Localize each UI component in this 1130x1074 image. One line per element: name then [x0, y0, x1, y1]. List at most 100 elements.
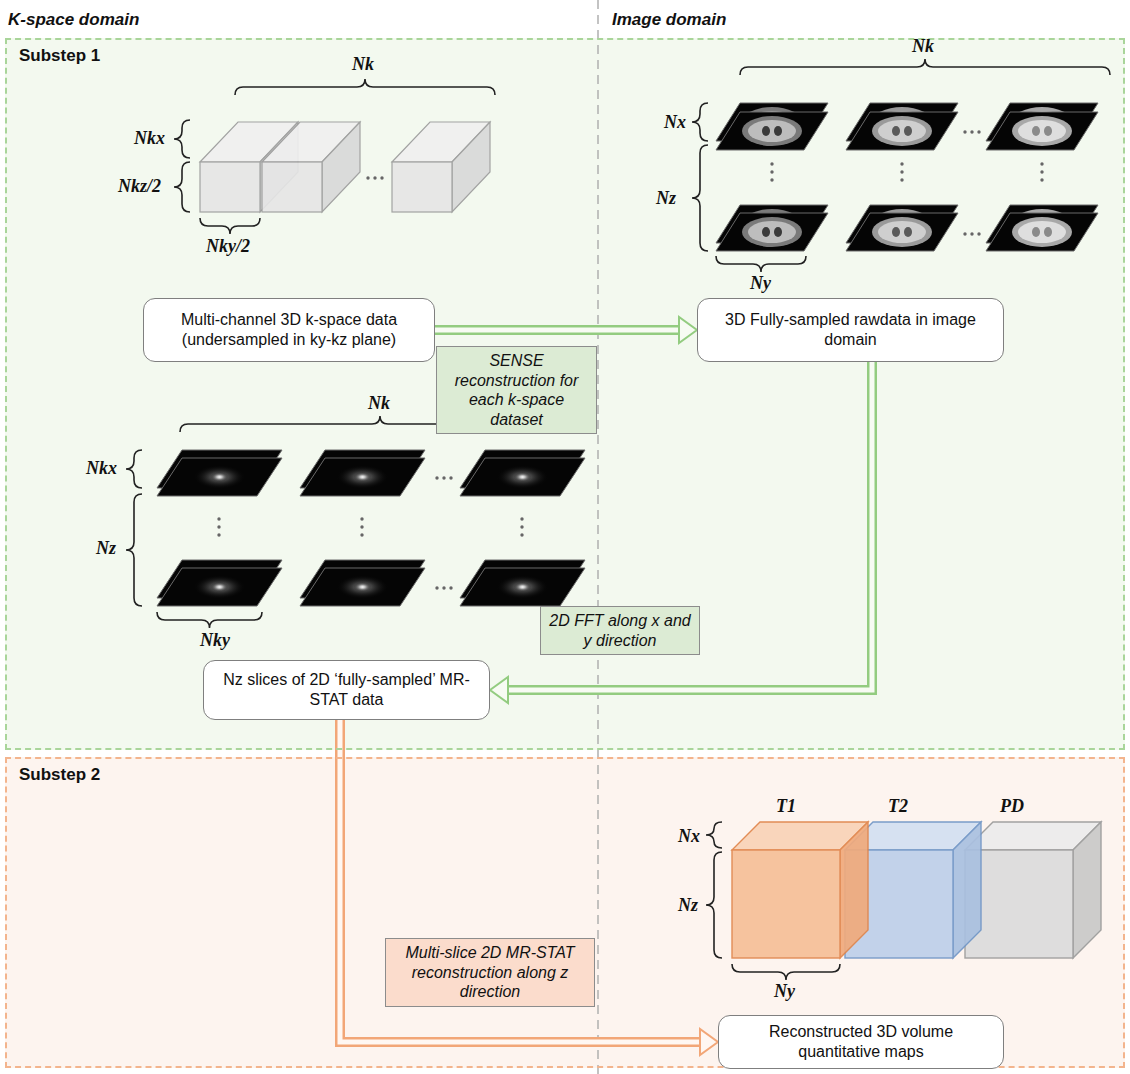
panel-title: Substep 1	[19, 46, 100, 66]
ellipsis-dot	[217, 517, 220, 520]
kspace-halo	[194, 575, 246, 599]
ellipsis-dot	[970, 232, 973, 235]
ellipsis-dot	[900, 162, 903, 165]
brain-ventricle	[762, 126, 770, 136]
dimension-label: PD	[1000, 796, 1024, 817]
dimension-label: Nk	[912, 36, 934, 57]
brain-ventricle	[904, 126, 912, 136]
dimension-bracket	[126, 450, 142, 488]
kspace-center	[211, 582, 229, 592]
dimension-bracket	[716, 256, 806, 272]
kspace-slice	[460, 458, 585, 496]
ellipsis-dot	[963, 130, 966, 133]
image-slice	[716, 112, 828, 150]
image-slice	[986, 213, 1098, 251]
kspace-volume	[262, 122, 360, 212]
kspace-slice	[157, 568, 282, 606]
brain-ventricle	[1044, 126, 1052, 136]
dimension-label: T1	[776, 796, 796, 817]
map-volume	[732, 822, 868, 958]
brain-ventricle	[774, 227, 782, 237]
dimension-label: Nx	[664, 112, 686, 133]
volume-front	[262, 162, 322, 212]
arrow-head	[700, 1029, 718, 1055]
kspace-halo	[497, 575, 549, 599]
step-panel: Substep 2Reconstructed 3D volume quantit…	[5, 757, 1125, 1068]
dimension-label: Nky	[200, 630, 230, 651]
dimension-bracket	[692, 103, 708, 141]
kspace-slice	[300, 458, 425, 496]
kspace-center	[211, 472, 229, 482]
brain-tissue	[878, 120, 926, 142]
brain-outline	[742, 116, 802, 146]
volume-side	[452, 122, 490, 212]
panel-ground	[5, 38, 1125, 750]
ellipsis-dot	[360, 533, 363, 536]
step-label: SENSE reconstruction for each k-space da…	[436, 346, 597, 434]
volume-side	[953, 822, 981, 958]
dimension-label: Nkz/2	[118, 176, 161, 197]
domain-heading: K-space domain	[8, 10, 139, 30]
process-box: Multi-channel 3D k-space data (undersamp…	[143, 298, 435, 362]
ellipsis-dot	[435, 586, 438, 589]
flow-arrow	[435, 317, 697, 343]
kspace-halo	[337, 575, 389, 599]
dimension-bracket	[200, 218, 260, 234]
brain-tissue	[748, 120, 796, 142]
brain-ventricle	[892, 227, 900, 237]
arrow-head	[679, 317, 697, 343]
arrow-shaft-inner	[340, 720, 702, 1042]
arrow-head	[490, 677, 508, 703]
brain-tissue	[748, 221, 796, 243]
flow-arrow	[340, 720, 718, 1055]
arrow-shaft	[340, 720, 702, 1042]
ellipsis-dot	[1040, 178, 1043, 181]
brain-ventricle	[904, 227, 912, 237]
ellipsis-dot	[970, 130, 973, 133]
ellipsis-dot	[360, 525, 363, 528]
kspace-halo	[194, 465, 246, 489]
arrow-shaft	[435, 325, 681, 335]
dimension-label: T2	[888, 796, 908, 817]
dimension-label: Nk	[352, 54, 374, 75]
brain-outline	[872, 116, 932, 146]
dimension-bracket	[706, 822, 722, 848]
arrow-shaft-inner	[435, 328, 681, 333]
process-box: Nz slices of 2D ‘fully-sampled’ MR-STAT …	[203, 660, 490, 720]
ellipsis-dot	[770, 162, 773, 165]
ellipsis-dot	[449, 586, 452, 589]
kspace-center	[354, 582, 372, 592]
dimension-bracket	[174, 162, 190, 212]
dimension-label: Nz	[656, 188, 676, 209]
box-text: Reconstructed 3D volume quantitative map…	[735, 1022, 987, 1062]
dimension-label: Ny	[750, 273, 771, 294]
ellipsis-dot	[360, 517, 363, 520]
process-box: Reconstructed 3D volume quantitative map…	[718, 1015, 1004, 1069]
brain-ventricle	[762, 227, 770, 237]
ellipsis-dot	[449, 476, 452, 479]
brain-outline	[1012, 217, 1072, 247]
dimension-label: Nz	[96, 538, 116, 559]
kspace-slice	[300, 568, 425, 606]
dimension-label: Nx	[678, 826, 700, 847]
dimension-label: Nky/2	[206, 236, 250, 257]
dimension-bracket	[174, 120, 190, 158]
ellipsis-dot	[217, 525, 220, 528]
kspace-center	[514, 472, 532, 482]
kspace-halo	[497, 465, 549, 489]
dimension-label: Nz	[678, 895, 698, 916]
dimension-label: Nk	[368, 393, 390, 414]
dimension-label: Nkx	[134, 128, 165, 149]
ellipsis-dot	[977, 130, 980, 133]
kspace-volume	[392, 122, 490, 212]
dimension-label: Nkx	[86, 458, 117, 479]
ellipsis-dot	[770, 170, 773, 173]
brain-ventricle	[1032, 126, 1040, 136]
ellipsis-dot	[217, 533, 220, 536]
dimension-bracket	[706, 852, 722, 958]
process-box: 3D Fully-sampled rawdata in image domain	[697, 298, 1004, 362]
brain-ventricle	[1044, 227, 1052, 237]
image-slice	[986, 112, 1098, 150]
